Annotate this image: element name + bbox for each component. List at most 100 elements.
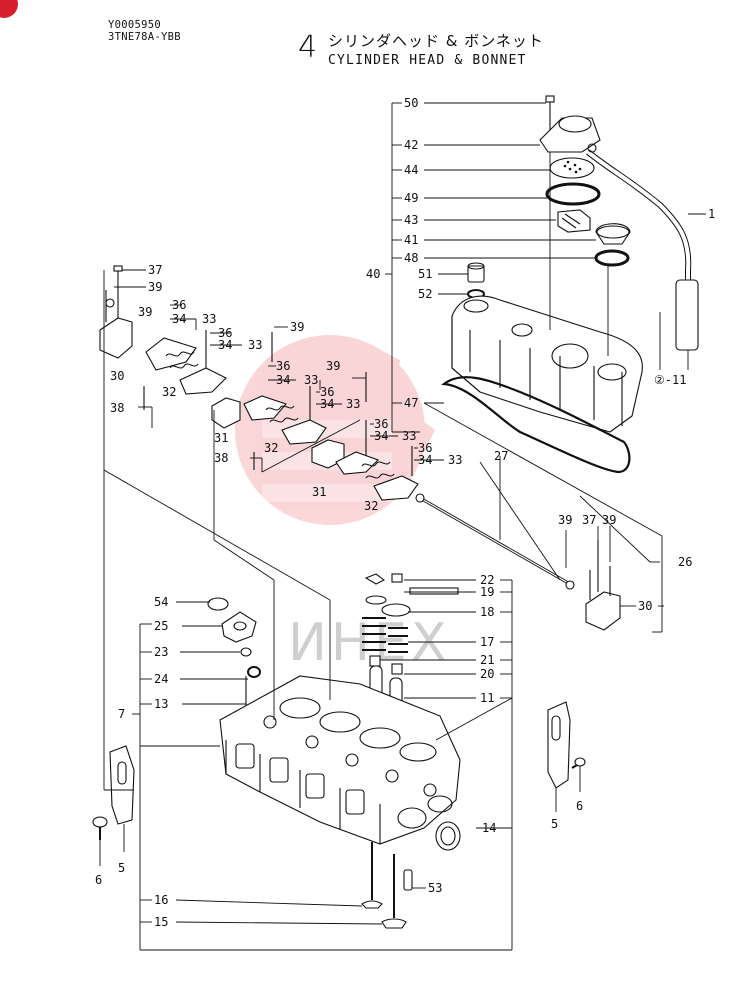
callout-37-right: 37: [582, 513, 596, 527]
o-ring-48: [594, 249, 630, 267]
callout-15: 15: [154, 915, 168, 929]
guide-53: [403, 869, 413, 891]
title-japanese: シリンダヘッド & ボンネット: [328, 32, 544, 50]
callout-53: 53: [428, 881, 442, 895]
callout-32-c: 32: [364, 499, 378, 513]
callout-50: 50: [404, 96, 418, 110]
title-english: CYLINDER HEAD & BONNET: [328, 53, 527, 68]
callout-36-d: 36: [320, 385, 334, 399]
callout-6-left: 6: [95, 873, 102, 887]
callout-labels: 50 42 44 49 43 41 48 40 51 52 47 1 ②-11 …: [95, 96, 715, 929]
callout-13: 13: [154, 697, 168, 711]
cylinder-head-block: [219, 675, 461, 845]
lifting-eye-right: [547, 701, 571, 789]
callout-34-f: 34: [418, 453, 432, 467]
callout-36-a: 36: [172, 298, 186, 312]
callout-7: 7: [118, 707, 125, 721]
figure-number: 4: [298, 30, 318, 65]
callout-36-f: 36: [418, 441, 432, 455]
rocker-assembly-middle: [243, 372, 367, 470]
rocker-support-right: [585, 591, 621, 631]
callout-26: 26: [678, 555, 692, 569]
bonnet-cover: [451, 295, 643, 433]
callout-41: 41: [404, 233, 418, 247]
callout-44: 44: [404, 163, 418, 177]
callout-34-e: 34: [374, 429, 388, 443]
callout-27: 27: [494, 449, 508, 463]
callout-33-b: 33: [248, 338, 262, 352]
callout-34-d: 34: [320, 397, 334, 411]
callout-33-d: 33: [346, 397, 360, 411]
callout-5-right: 5: [551, 817, 558, 831]
callout-39-c: 39: [290, 320, 304, 334]
callout-34-c: 34: [276, 373, 290, 387]
model-code: 3TNE78A-YBB: [108, 31, 181, 43]
callout-39-d: 39: [326, 359, 340, 373]
callout-30-left: 30: [110, 369, 124, 383]
corner-marker-icon: [0, 0, 18, 18]
baffle-plate: [557, 209, 591, 233]
callout-39-f: 39: [602, 513, 616, 527]
bonnet-gasket: [441, 376, 631, 474]
callout-21: 21: [480, 653, 494, 667]
callout-25: 25: [154, 619, 168, 633]
rocker-assembly-left: [99, 265, 273, 429]
callout-22: 22: [480, 573, 494, 587]
callout-40: 40: [366, 267, 380, 281]
callout-52: 52: [418, 287, 432, 301]
callout-49: 49: [404, 191, 418, 205]
callout-17: 17: [480, 635, 494, 649]
callout-34-b: 34: [218, 338, 232, 352]
callout-33-c: 33: [304, 373, 318, 387]
callout-39-left-a: 39: [148, 280, 162, 294]
lifting-eye-left: [109, 745, 135, 825]
callout-33-a: 33: [202, 312, 216, 326]
callout-33-f: 33: [448, 453, 462, 467]
o-ring-49: [545, 182, 601, 206]
callout-11: 11: [480, 691, 494, 705]
callout-36-b: 36: [218, 326, 232, 340]
leader-lines: [99, 102, 706, 951]
callout-43: 43: [404, 213, 418, 227]
callout-39-e: 39: [558, 513, 572, 527]
callout-38-b: 38: [214, 451, 228, 465]
callout-36-c: 36: [276, 359, 290, 373]
callout-19: 19: [480, 585, 494, 599]
flange-25: [221, 611, 257, 643]
callout-18: 18: [480, 605, 494, 619]
callout-47: 47: [404, 396, 418, 410]
callout-5-left: 5: [118, 861, 125, 875]
callout-32-a: 32: [162, 385, 176, 399]
callout-30-right: 30: [638, 599, 652, 613]
callout-36-e: 36: [374, 417, 388, 431]
rocker-assembly-right: [335, 420, 419, 501]
callout-39-left-b: 39: [138, 305, 152, 319]
callout-37-left: 37: [148, 263, 162, 277]
washer-24: [247, 666, 261, 678]
callout-14: 14: [482, 821, 496, 835]
callout-34-a: 34: [172, 312, 186, 326]
callout-16: 16: [154, 893, 168, 907]
callout-42: 42: [404, 138, 418, 152]
seal-23: [240, 647, 252, 657]
callout-23: 23: [154, 645, 168, 659]
callout-32-b: 32: [264, 441, 278, 455]
callout-51: 51: [418, 267, 432, 281]
seal-14: [435, 821, 461, 851]
callout-54: 54: [154, 595, 168, 609]
oil-filler-cap: [595, 223, 631, 245]
callout-6-right: 6: [576, 799, 583, 813]
callout-20: 20: [480, 667, 494, 681]
drawing-code: Y0005950: [108, 19, 161, 31]
callout-38-a: 38: [110, 401, 124, 415]
callout-33-e: 33: [402, 429, 416, 443]
cap-54: [207, 597, 229, 611]
hose-clamp: [675, 279, 699, 351]
callout-31-a: 31: [214, 431, 228, 445]
callout-24: 24: [154, 672, 168, 686]
callout-1: 1: [708, 207, 715, 221]
breather-element: [549, 157, 595, 179]
callout-31-b: 31: [312, 485, 326, 499]
